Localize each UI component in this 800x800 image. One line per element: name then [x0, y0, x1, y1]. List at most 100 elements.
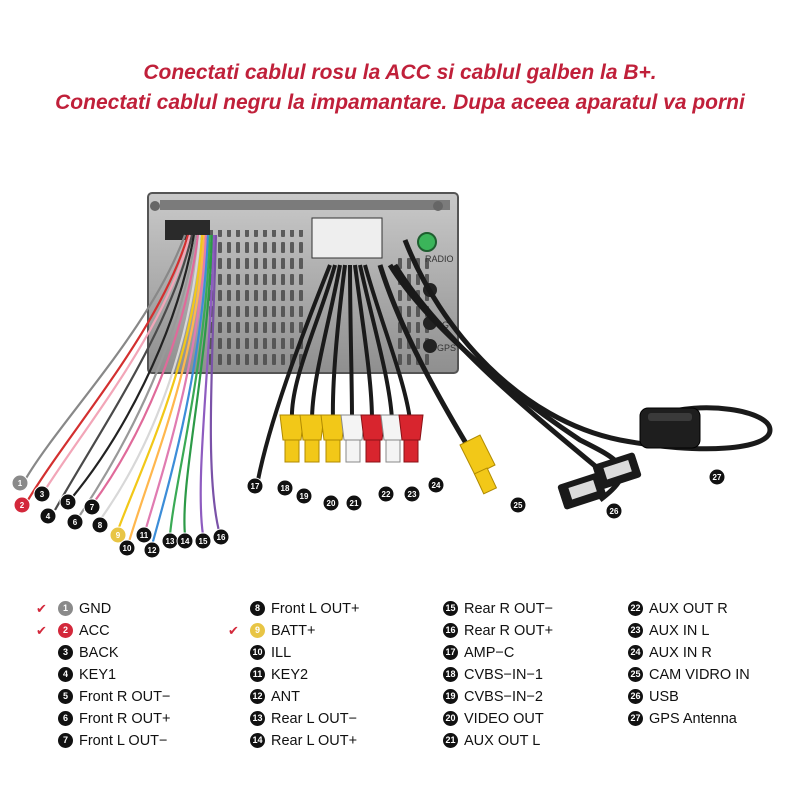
callout-2: 2: [13, 496, 31, 514]
legend-label: Front L OUT−: [79, 733, 168, 750]
instruction-header: Conectati cablul rosu la ACC si cablul g…: [0, 58, 800, 118]
legend-item-23: 23 AUX IN L: [628, 620, 750, 642]
callout-number: 12: [148, 546, 157, 555]
legend-item-17: 17 AMP−C: [443, 642, 553, 664]
legend-item-10: 10 ILL: [250, 642, 360, 664]
callout-number: 15: [199, 537, 208, 546]
callout-18: 18: [276, 479, 294, 497]
legend-label: Front R OUT+: [79, 711, 171, 728]
legend-label: KEY1: [79, 667, 117, 684]
legend-item-8: 8 Front L OUT+: [250, 598, 360, 620]
legend-label: AUX IN L: [649, 623, 710, 640]
legend-number-badge: 10: [250, 644, 265, 660]
legend-number-badge: 18: [443, 666, 458, 682]
legend-number-badge: 24: [628, 644, 643, 660]
legend-label: BATT+: [271, 623, 316, 640]
callout-9: 9: [109, 526, 127, 544]
legend-label: Front L OUT+: [271, 601, 360, 618]
legend-number-badge: 1: [58, 600, 73, 616]
callout-number: 24: [432, 481, 441, 490]
callout-12: 12: [143, 541, 161, 559]
callout-24: 24: [427, 476, 445, 494]
legend-number-badge: 3: [58, 644, 73, 660]
legend-number-badge: 17: [443, 644, 458, 660]
callout-27: 27: [708, 468, 726, 486]
gps-antenna: [639, 407, 701, 449]
callout-1: 1: [11, 474, 29, 492]
legend-number-badge: 19: [443, 688, 458, 704]
legend-label: ILL: [271, 645, 292, 662]
callout-number: 5: [66, 498, 71, 507]
legend-number-badge: 22: [628, 600, 643, 616]
instruction-line-1: Conectati cablul rosu la ACC si cablul g…: [143, 61, 657, 84]
rca-plug-yellow-2: [299, 414, 325, 463]
callout-number: 4: [46, 512, 51, 521]
instruction-line-2: Conectati cablul negru la impamantare. D…: [55, 91, 745, 114]
legend-item-21: 21 AUX OUT L: [443, 730, 553, 752]
rca-plug-white-2: [380, 414, 406, 463]
legend-number-badge: 4: [58, 666, 73, 682]
callout-25: 25: [509, 496, 527, 514]
legend-number-badge: 15: [443, 600, 458, 616]
usb-connectors: [557, 452, 642, 510]
callout-22: 22: [377, 485, 395, 503]
legend-number-badge: 21: [443, 732, 458, 748]
callout-21: 21: [345, 494, 363, 512]
legend-label: AUX OUT L: [464, 733, 541, 750]
legend-label: AUX OUT R: [649, 601, 728, 618]
legend-label: GND: [79, 601, 112, 618]
callout-number: 26: [610, 507, 619, 516]
rca-plugs: [279, 414, 424, 463]
legend-number-badge: 5: [58, 688, 73, 704]
callout-number: 7: [90, 503, 95, 512]
callout-7: 7: [83, 498, 101, 516]
iso-harness-wires: [24, 234, 222, 546]
check-mark-icon: ✔: [36, 623, 47, 638]
legend-number-badge: 23: [628, 622, 643, 638]
legend-number-badge: 11: [250, 666, 265, 682]
wiring-diagram: RADIO 4G GPS: [11, 192, 773, 559]
camera-rca-plug: [459, 434, 498, 495]
callout-number: 22: [382, 490, 391, 499]
callout-number: 6: [73, 518, 78, 527]
callout-number: 2: [20, 501, 25, 510]
callout-number: 3: [40, 490, 45, 499]
callout-number: 16: [217, 533, 226, 542]
head-unit-chassis: RADIO 4G GPS: [147, 192, 459, 374]
callout-number: 10: [123, 544, 132, 553]
legend-label: AUX IN R: [649, 645, 712, 662]
gps-port: [423, 339, 437, 353]
callout-17: 17: [246, 477, 264, 495]
callout-number: 11: [140, 531, 149, 540]
legend-number-badge: 12: [250, 688, 265, 704]
callout-8: 8: [91, 516, 109, 534]
rca-plug-yellow-1: [279, 414, 305, 463]
callout-14: 14: [176, 532, 194, 550]
legend-number-badge: 20: [443, 710, 458, 726]
legend-number-badge: 8: [250, 600, 265, 616]
legend-label: AMP−C: [464, 645, 515, 662]
legend-number-badge: 2: [58, 622, 73, 638]
legend-label: GPS Antenna: [649, 711, 737, 728]
legend-label: Rear L OUT+: [271, 733, 358, 750]
callout-5: 5: [59, 493, 77, 511]
